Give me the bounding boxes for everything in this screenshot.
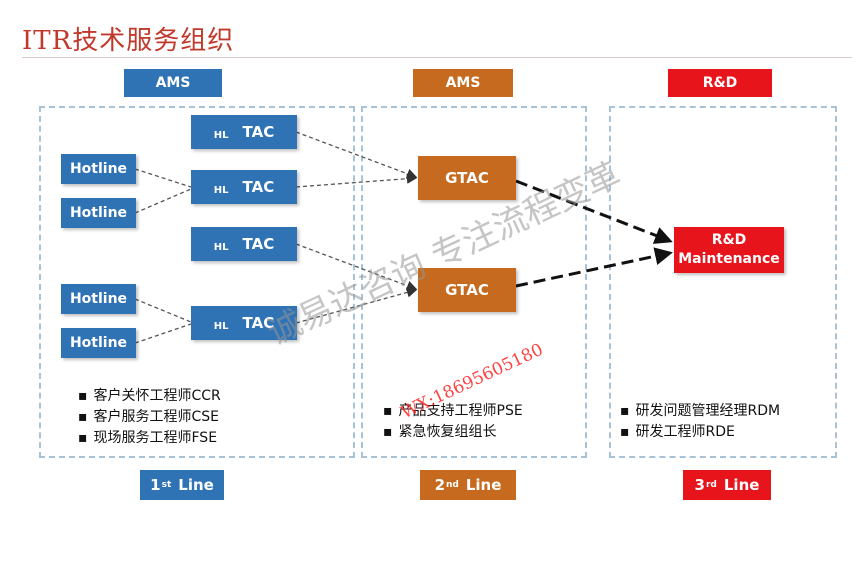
gtac-node: GTAC [418,268,516,312]
arrow-tac1-gtac1 [295,131,418,179]
hotline-node: Hotline [61,198,136,228]
line-ordinal: st [161,480,172,490]
connector-hotline3-tac4 [134,298,192,323]
gtac-node: GTAC [418,156,516,200]
line-number: 1 [150,476,161,494]
arrow-tac3-gtac2 [295,243,418,291]
rd-maintenance-node: R&D Maintenance [674,227,784,273]
line-ordinal: rd [705,480,717,490]
second-line-group [361,106,587,458]
line-ordinal: nd [446,480,459,490]
role-item: 紧急恢复组组长 [383,422,523,443]
line-word: Line [723,476,760,494]
line-number: 2 [434,476,445,494]
connector-hotline1-tac2 [134,168,192,188]
tac-label: TAC [242,123,275,141]
role-item: 研发工程师RDE [620,422,780,443]
rd-node-line2: Maintenance [678,251,780,267]
arrow-tac2-gtac1 [295,173,418,188]
connector-hotline2-tac2 [134,188,192,214]
arrow-gtac2-rd [515,247,673,288]
hotline-node: Hotline [61,284,136,314]
tac-node: HL TAC [191,115,297,149]
role-item: 研发问题管理经理RDM [620,401,781,422]
third-line-group [609,106,837,458]
column-header-1st-line: AMS [124,69,222,97]
tac-prefix: HL [213,184,229,196]
hotline-node: Hotline [61,328,136,358]
column-header-3rd-line: R&D [668,69,772,97]
tac-label: TAC [242,178,275,196]
tac-prefix: HL [213,241,229,253]
third-line-roles: 研发问题管理经理RDM 研发工程师RDE [620,401,781,443]
role-item: 现场服务工程师FSE [78,428,221,449]
line-number: 3 [694,476,705,494]
tac-node: HL TAC [191,227,297,261]
title-divider [22,57,852,58]
role-item: 产品支持工程师PSE [383,401,523,422]
line-word: Line [178,476,214,494]
hotline-node: Hotline [61,154,136,184]
role-item: 客户关怀工程师CCR [78,386,221,407]
column-header-2nd-line: AMS [413,69,513,97]
tac-prefix: HL [213,320,229,332]
second-line-roles: 产品支持工程师PSE 紧急恢复组组长 [383,401,523,443]
connector-hotline4-tac4 [134,323,192,344]
tac-label: TAC [242,235,275,253]
line-word: Line [465,476,502,494]
page-title: ITR技术服务组织 [22,26,235,56]
tac-node: HL TAC [191,170,297,204]
tac-label: TAC [242,314,275,332]
first-line-roles: 客户关怀工程师CCR 客户服务工程师CSE 现场服务工程师FSE [78,386,221,449]
rd-node-line1: R&D [711,232,747,248]
tac-prefix: HL [213,129,229,141]
tac-node: HL TAC [191,306,297,340]
first-line-group [39,106,355,458]
role-item: 客户服务工程师CSE [78,407,221,428]
arrow-gtac1-rd [515,179,673,244]
